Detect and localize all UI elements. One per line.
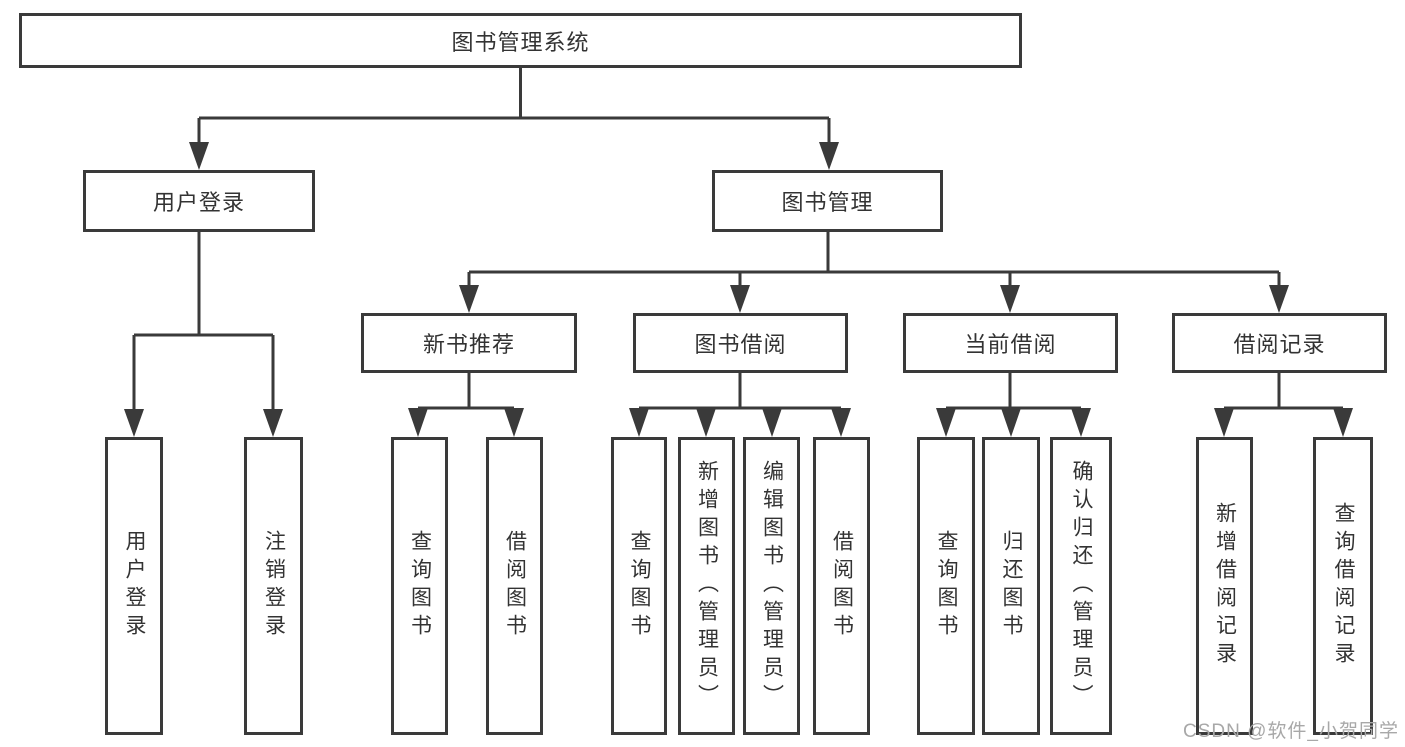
leaf-records-add-record-label: 新增借阅记录	[1213, 502, 1237, 670]
leaf-borrow-edit-books-admin: 编辑图书（管理员）	[743, 437, 800, 735]
leaf-newbook-query-books: 查询图书	[391, 437, 448, 735]
connector-mgmt-to-level3	[467, 232, 1281, 290]
leaf-borrow-query-books: 查询图书	[611, 437, 667, 735]
node-borrow-records-label: 借阅记录	[1233, 332, 1326, 357]
connector-current-to-leaves	[946, 373, 1081, 410]
arrowheads-records-leaves	[1214, 408, 1353, 437]
arrowheads-current-leaves	[936, 408, 1091, 437]
leaf-borrow-query-books-label: 查询图书	[628, 530, 651, 642]
connector-root-to-level2	[197, 68, 831, 147]
node-user-login-label: 用户登录	[152, 190, 245, 215]
csdn-watermark: CSDN @软件_小贺同学	[1183, 721, 1399, 742]
leaf-newbook-borrow-books-label: 借阅图书	[503, 530, 527, 642]
leaf-logout: 注销登录	[244, 437, 303, 735]
leaf-current-query-books: 查询图书	[917, 437, 975, 735]
leaf-records-query-record: 查询借阅记录	[1313, 437, 1373, 735]
leaf-current-return-books-label: 归还图书	[1000, 530, 1023, 642]
leaf-borrow-borrow-books-label: 借阅图书	[830, 530, 854, 642]
leaf-user-login: 用户登录	[105, 437, 163, 735]
arrowheads-newbook-leaves	[408, 408, 524, 437]
leaf-current-confirm-return-admin: 确认归还（管理员）	[1050, 437, 1112, 735]
leaf-current-query-books-label: 查询图书	[935, 530, 958, 642]
connector-borrow-to-leaves	[639, 373, 841, 410]
leaf-current-return-books: 归还图书	[982, 437, 1040, 735]
leaf-current-confirm-return-admin-label: 确认归还（管理员）	[1070, 460, 1093, 712]
node-user-login: 用户登录	[83, 170, 315, 232]
arrowheads-borrow-leaves	[629, 408, 851, 437]
connector-login-to-leaves	[132, 232, 275, 412]
node-new-book-recommend: 新书推荐	[361, 313, 577, 373]
node-book-management: 图书管理	[712, 170, 943, 232]
node-new-book-recommend-label: 新书推荐	[422, 332, 515, 357]
arrowheads-level2	[189, 142, 839, 170]
leaf-logout-label: 注销登录	[262, 530, 286, 642]
node-borrow-records: 借阅记录	[1172, 313, 1387, 373]
leaf-newbook-query-books-label: 查询图书	[408, 530, 432, 642]
arrowheads-level3	[459, 285, 1289, 313]
leaf-records-query-record-label: 查询借阅记录	[1332, 502, 1355, 670]
node-current-borrow-label: 当前借阅	[964, 332, 1057, 357]
leaf-newbook-borrow-books: 借阅图书	[486, 437, 543, 735]
leaf-borrow-add-books-admin-label: 新增图书（管理员）	[695, 460, 719, 712]
leaf-records-add-record: 新增借阅记录	[1196, 437, 1253, 735]
leaf-borrow-add-books-admin: 新增图书（管理员）	[678, 437, 735, 735]
leaf-user-login-label: 用户登录	[123, 530, 146, 642]
connector-newbook-to-leaves	[418, 373, 514, 410]
node-book-borrow: 图书借阅	[633, 313, 848, 373]
connector-records-to-leaves	[1224, 373, 1343, 410]
node-book-management-label: 图书管理	[781, 190, 874, 215]
leaf-borrow-borrow-books: 借阅图书	[813, 437, 870, 735]
node-current-borrow: 当前借阅	[903, 313, 1118, 373]
node-system-root-label: 图书管理系统	[451, 29, 590, 55]
arrowheads-login-leaves	[124, 409, 283, 437]
node-book-borrow-label: 图书借阅	[694, 332, 787, 357]
leaf-borrow-edit-books-admin-label: 编辑图书（管理员）	[760, 460, 784, 712]
node-system-root: 图书管理系统	[19, 13, 1022, 68]
